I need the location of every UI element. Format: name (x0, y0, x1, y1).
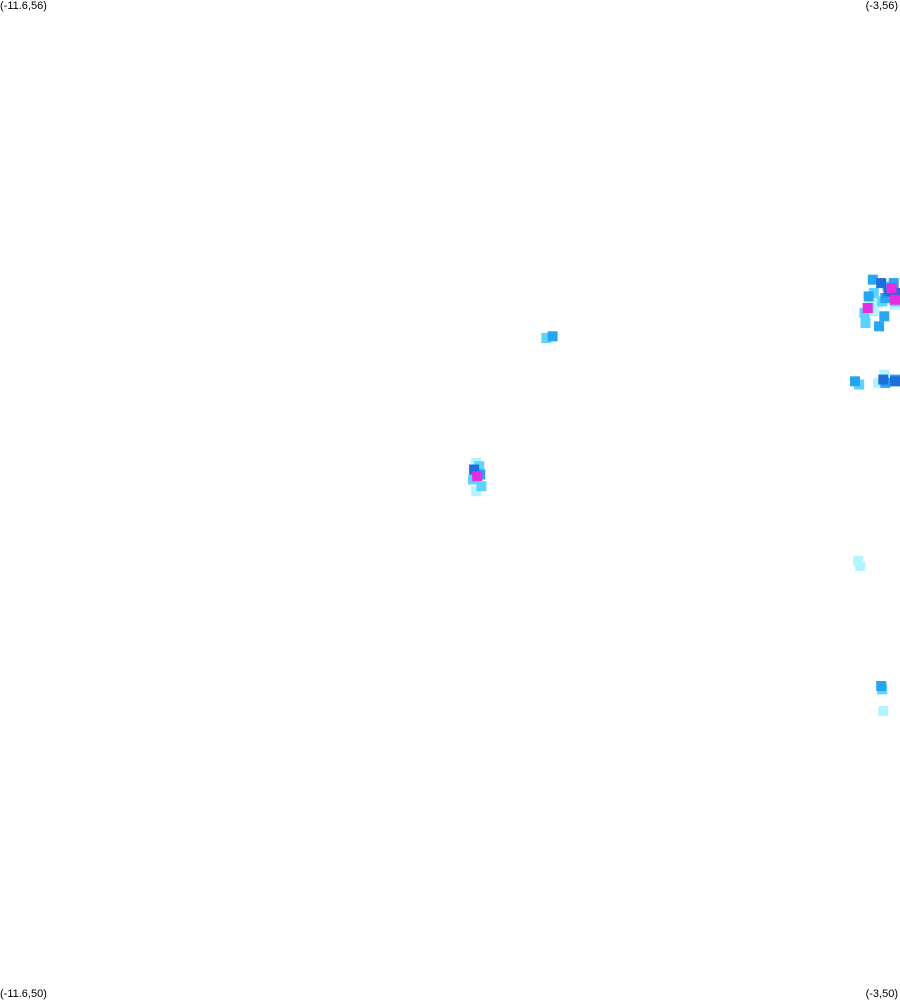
density-cell (890, 376, 900, 387)
density-cell (469, 464, 480, 475)
density-cell (853, 556, 864, 567)
density-cell (476, 481, 487, 492)
density-cell (868, 288, 879, 298)
density-cell (472, 471, 483, 482)
density-cell (879, 311, 890, 322)
density-cell (874, 321, 885, 332)
corner-label-top-left: (-11.6,56) (0, 0, 47, 12)
density-cell (890, 294, 900, 305)
density-cell (878, 706, 889, 716)
corner-label-bottom-left: (-11.6,50) (0, 988, 47, 1000)
density-cell (863, 291, 874, 302)
density-cell (880, 293, 891, 303)
corner-label-top-right: (-3,56) (865, 0, 898, 12)
density-cell (862, 303, 873, 313)
density-cell (876, 278, 887, 289)
density-cell (886, 283, 897, 293)
density-cell (876, 681, 887, 691)
density-cell (867, 274, 878, 285)
corner-label-bottom-right: (-3,50) (865, 988, 898, 1000)
density-cell (471, 486, 482, 497)
density-cell (474, 461, 485, 472)
density-cell (868, 306, 879, 317)
density-cell (547, 331, 558, 342)
density-cell (878, 374, 889, 385)
density-cell (850, 376, 860, 387)
density-cell (873, 377, 883, 388)
density-cell (541, 333, 552, 343)
density-cell (860, 318, 871, 328)
